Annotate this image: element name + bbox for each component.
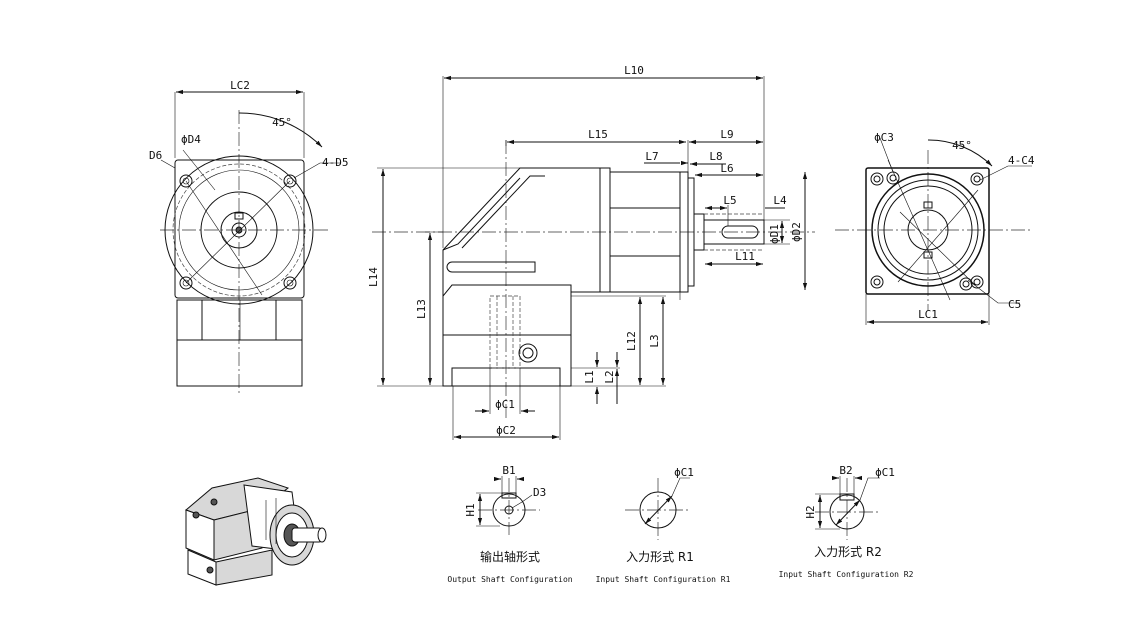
l9-label: L9 xyxy=(720,128,733,141)
l10-label: L10 xyxy=(624,64,644,77)
r2-caption-cn: 入力形式 R2 xyxy=(814,545,882,559)
l12-label: L12 xyxy=(625,331,638,351)
right-angle-label: 45° xyxy=(952,139,972,152)
d6-label: D6 xyxy=(149,149,162,162)
l14-label: L14 xyxy=(367,267,380,287)
h2-label: H2 xyxy=(804,505,817,518)
l2-label: L2 xyxy=(603,370,616,383)
c3-label: ϕC3 xyxy=(874,131,894,144)
input-r2-detail xyxy=(815,475,880,540)
d3-label: D3 xyxy=(533,486,546,499)
output-caption-en: Output Shaft Configuration xyxy=(447,575,572,584)
right-input-flange-view xyxy=(835,137,1032,325)
c1-r1-label: ϕC1 xyxy=(674,466,694,479)
r1-caption-cn: 入力形式 R1 xyxy=(626,550,694,564)
h1-label: H1 xyxy=(464,503,477,516)
l6-label: L6 xyxy=(720,162,733,175)
input-r1-detail xyxy=(625,477,690,540)
l7-label: L7 xyxy=(645,150,658,163)
l13-label: L13 xyxy=(415,299,428,319)
l1-label: L1 xyxy=(583,370,596,383)
gearbox-isometric-image xyxy=(185,477,327,586)
left-angle-label: 45° xyxy=(272,116,292,129)
d1-label: ϕD1 xyxy=(768,224,781,244)
b1-label: B1 xyxy=(502,464,515,477)
left-output-flange-view xyxy=(160,89,341,395)
lc2-label: LC2 xyxy=(230,79,250,92)
side-view xyxy=(372,75,815,440)
c2-label: ϕC2 xyxy=(496,424,516,437)
c4-label: 4-C4 xyxy=(1008,154,1035,167)
d2-label: ϕD2 xyxy=(790,222,803,242)
b2-label: B2 xyxy=(839,464,852,477)
c1-r2-label: ϕC1 xyxy=(875,466,895,479)
l5-label: L5 xyxy=(723,194,736,207)
r2-caption-en: Input Shaft Configuration R2 xyxy=(779,570,914,579)
d4-label: ϕD4 xyxy=(181,133,201,146)
output-caption-cn: 输出轴形式 xyxy=(480,549,540,564)
r1-caption-en: Input Shaft Configuration R1 xyxy=(596,575,731,584)
d5-label: 4-D5 xyxy=(322,156,349,169)
c5-label: C5 xyxy=(1008,298,1021,311)
l4-label: L4 xyxy=(773,194,787,207)
l15-label: L15 xyxy=(588,128,608,141)
l3-label: L3 xyxy=(648,334,661,347)
l8-label: L8 xyxy=(709,150,722,163)
output-shaft-detail xyxy=(476,476,540,535)
l11-label: L11 xyxy=(735,250,755,263)
lc1-label: LC1 xyxy=(918,308,938,321)
c1-side-label: ϕC1 xyxy=(495,398,515,411)
